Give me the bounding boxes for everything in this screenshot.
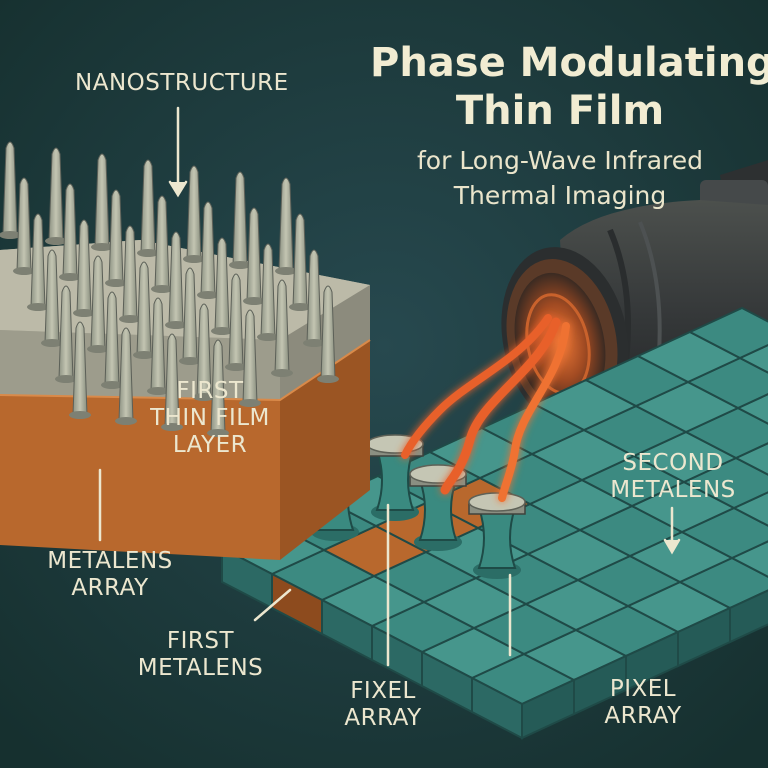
- label-pixel-array: PIXEL ARRAY: [604, 676, 682, 729]
- subtitle-line-2: Thermal Imaging: [453, 181, 667, 210]
- callout-lines: [98, 106, 681, 667]
- label-first-metalens: FIRST METALENS: [137, 628, 264, 681]
- label-nanostructure: NANOSTRUCTURE: [75, 70, 289, 96]
- label-first-thin-film-layer: FIRST THIN FILM LAYER: [150, 378, 270, 458]
- label-metalens-array: METALENS ARRAY: [47, 548, 173, 601]
- nanostructure-pillars: [0, 141, 339, 437]
- label-second-metalens: SECOND METALENS: [610, 450, 736, 503]
- subtitle-line-1: for Long-Wave Infrared: [417, 146, 703, 175]
- title-line-2: Thin Film: [455, 88, 665, 134]
- title-line-1: Phase Modulating: [370, 40, 768, 86]
- label-fixel-array: FIXEL ARRAY: [344, 678, 422, 731]
- infrared-beams: [401, 314, 570, 502]
